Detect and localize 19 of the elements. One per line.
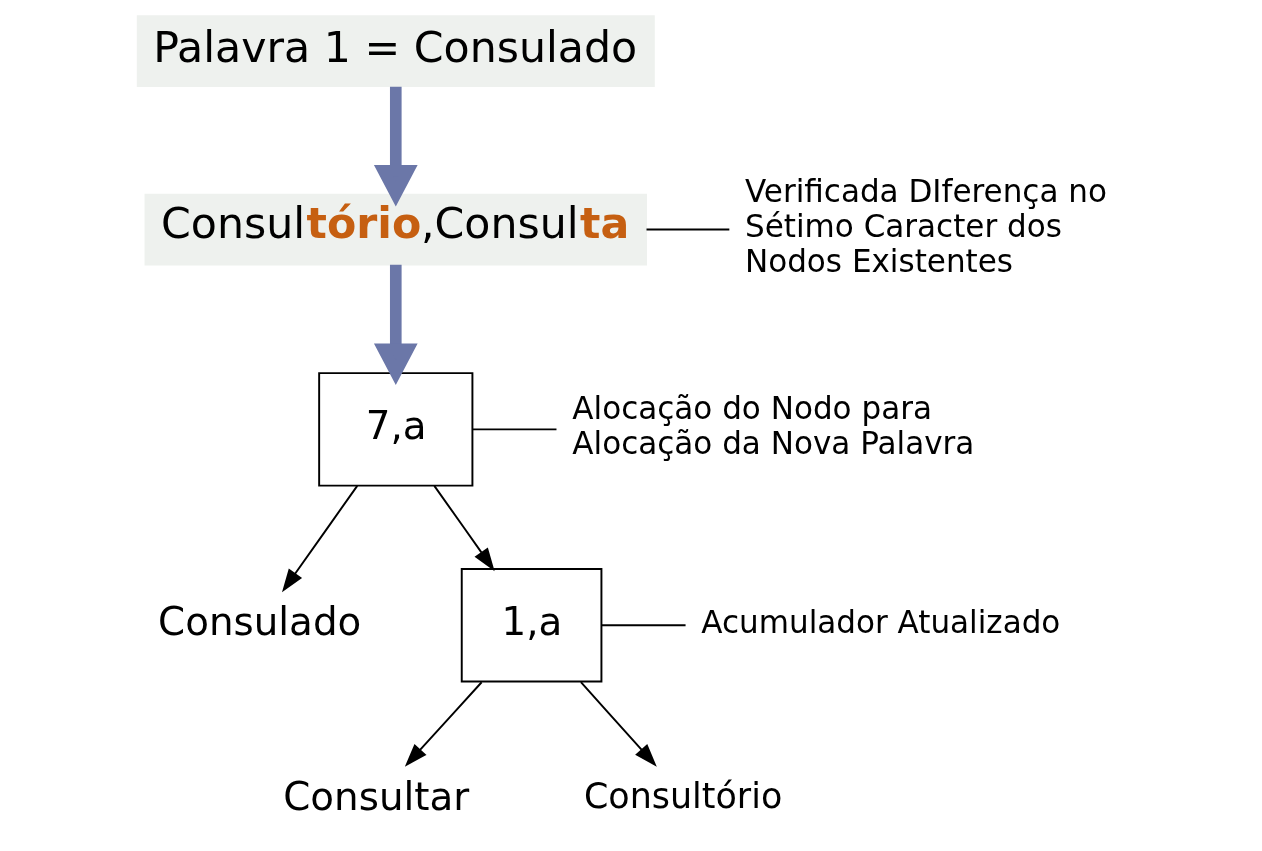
arrow (579, 681, 657, 767)
connector (471, 428, 557, 431)
node-box: 7,a (317, 372, 473, 487)
node-box: Consultório,Consulta (144, 193, 647, 266)
node-text: Verificada DIferença no Sétimo Caracter dos Nodos Existentes (744, 173, 1107, 279)
node-box: Palavra 1 = Consulado (136, 15, 655, 87)
arrow (373, 86, 418, 207)
arrow (432, 484, 495, 572)
arrow (373, 264, 418, 386)
node-box: 1,a (460, 568, 602, 683)
node-text: Consultório (583, 776, 782, 817)
arrow (281, 484, 358, 593)
node-text: Consultar (282, 773, 469, 819)
node-text: Acumulador Atualizado (700, 603, 1060, 640)
arrow (404, 681, 483, 767)
connector (645, 228, 730, 231)
node-text: Alocação do Nodo para Alocação da Nova Palavra (571, 390, 974, 462)
node-text: Consulado (157, 599, 361, 645)
connector (600, 624, 687, 627)
